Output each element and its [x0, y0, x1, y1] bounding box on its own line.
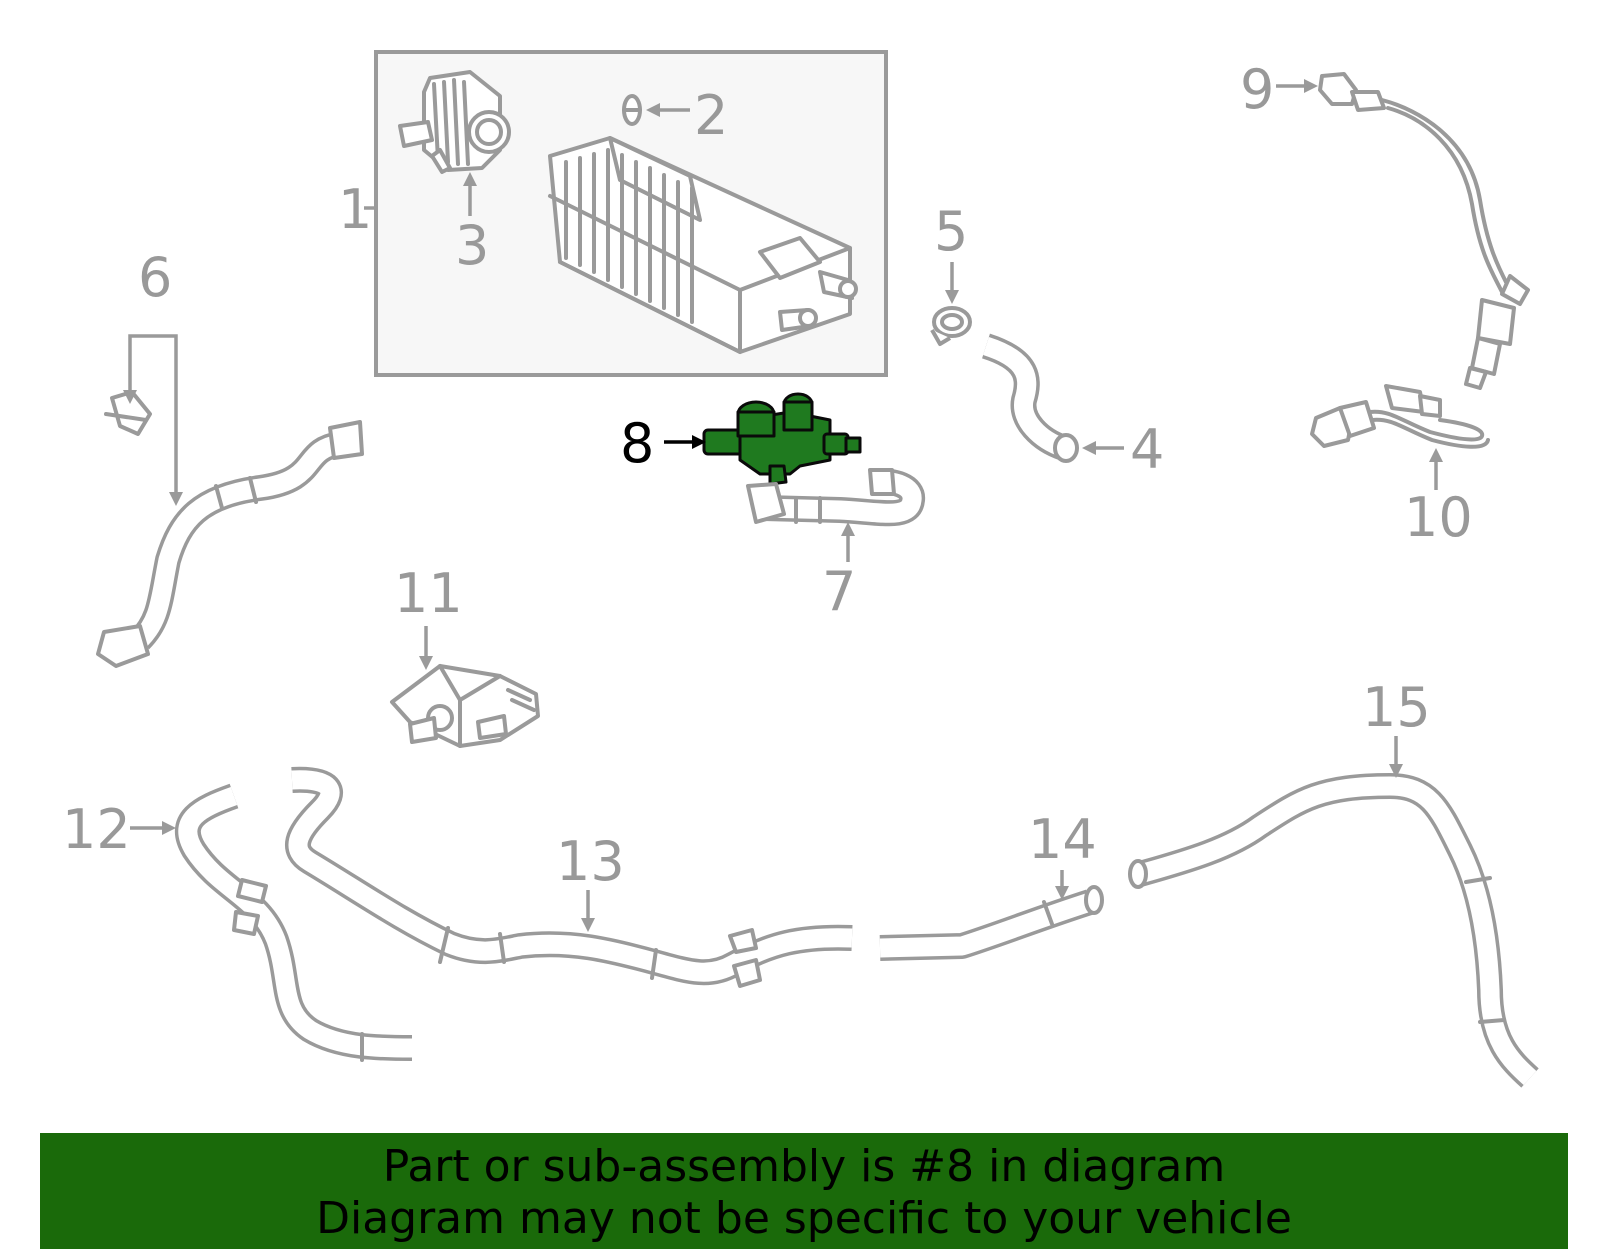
callout-6-arrowhead-b [169, 492, 183, 506]
callout-9-arrowhead [1304, 79, 1318, 93]
callout-13-arrowhead [581, 918, 595, 932]
callout-11: 11 [394, 562, 463, 625]
hose-part-6[interactable] [96, 390, 364, 668]
callout-5: 5 [934, 200, 968, 263]
callout-12-arrowhead [162, 821, 176, 835]
purge-valve-part[interactable] [398, 70, 511, 174]
callout-9: 9 [1240, 58, 1274, 121]
callout-7-arrowhead [841, 522, 855, 536]
callout-15: 15 [1362, 676, 1431, 739]
callout-2: 2 [694, 84, 728, 147]
callout-7: 7 [822, 560, 856, 623]
banner-line-1: Part or sub-assembly is #8 in diagram [382, 1141, 1226, 1192]
callout-5-arrowhead [945, 290, 959, 304]
callout-12: 12 [62, 798, 131, 861]
hose-part-15[interactable] [1128, 773, 1539, 1088]
hose-part-4[interactable] [981, 333, 1079, 463]
highlighted-part-8[interactable] [702, 392, 862, 486]
canister-assembly-group[interactable] [364, 50, 888, 377]
hose-part-7[interactable] [746, 468, 925, 527]
callout-11-arrowhead [419, 656, 433, 670]
banner-line-2: Diagram may not be specific to your vehi… [316, 1193, 1292, 1244]
callout-4-arrowhead [1082, 441, 1096, 455]
sensor-part-10[interactable] [1310, 384, 1490, 449]
sensor-part-9[interactable] [1318, 72, 1530, 390]
callout-6: 6 [138, 246, 172, 309]
hose-part-14[interactable] [879, 885, 1104, 961]
callout-8: 8 [620, 412, 654, 475]
callout-4: 4 [1130, 418, 1164, 481]
callout-1: 1 [338, 178, 372, 241]
callout-8-arrowhead [692, 435, 706, 449]
clip-part[interactable] [622, 94, 642, 126]
callout-14-arrowhead [1055, 886, 1069, 900]
hose-part-13[interactable] [285, 766, 853, 988]
charcoal-canister[interactable] [548, 136, 858, 354]
valve-part-11[interactable] [390, 664, 540, 748]
info-banner: Part or sub-assembly is #8 in diagram Di… [40, 1133, 1568, 1249]
hose-part-12[interactable] [174, 783, 413, 1062]
callout-6-arrowhead-a [123, 390, 137, 404]
callout-10: 10 [1404, 486, 1473, 549]
callout-15-arrowhead [1389, 764, 1403, 778]
callout-3-arrowhead [463, 172, 477, 186]
callout-2-arrowhead [646, 103, 660, 117]
callout-10-arrowhead [1429, 448, 1443, 462]
callout-3: 3 [455, 214, 489, 277]
callout-14: 14 [1028, 808, 1097, 871]
callout-6-leader-a [128, 334, 157, 396]
clamp-part-5[interactable] [930, 306, 972, 346]
callout-6-leader-b [157, 334, 178, 498]
callout-13: 13 [556, 830, 625, 893]
